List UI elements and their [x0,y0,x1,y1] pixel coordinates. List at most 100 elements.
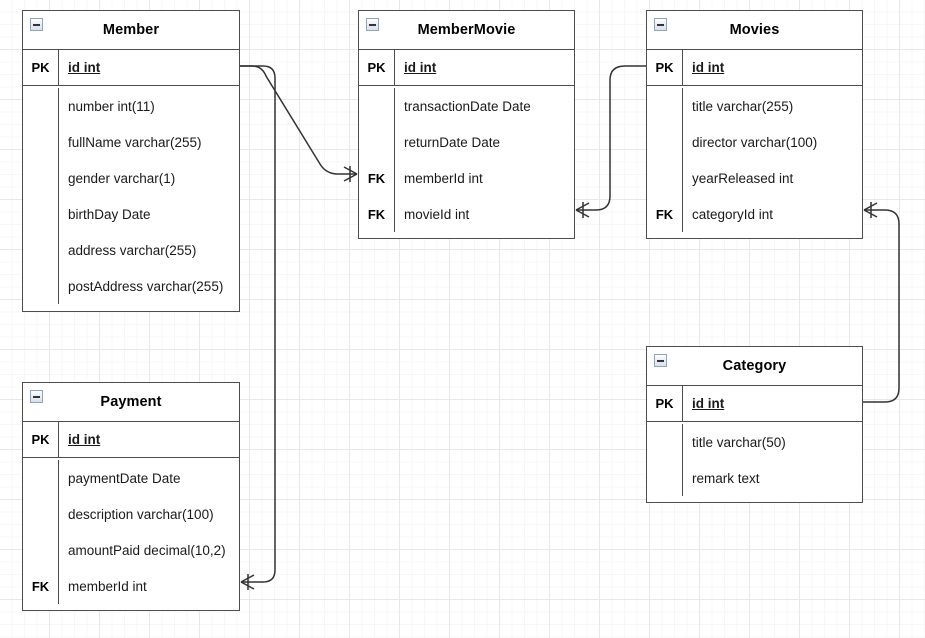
minus-glyph [657,23,664,26]
entity-attribute-row[interactable]: amountPaid decimal(10,2) [23,532,239,568]
entity-header-member: Member [23,11,239,50]
entity-attribute-row[interactable]: address varchar(255) [23,232,239,268]
crows-foot-marker [575,202,590,218]
minus-glyph [33,23,40,26]
attribute-label: id int [404,60,437,75]
key-badge [647,460,683,496]
crows-foot-marker [240,574,255,590]
entity-header-movies: Movies [647,11,862,50]
attribute-name: description varchar(100) [68,506,214,522]
key-badge [359,88,395,124]
entity-attribute-row[interactable]: yearReleased int [647,160,862,196]
entity-attribute-row[interactable]: director varchar(100) [647,124,862,160]
entity-attribute-row[interactable]: fullName varchar(255) [23,124,239,160]
attribute-name: title varchar(50) [692,434,786,450]
minus-box-icon[interactable] [30,18,43,31]
entity-attribute-list: paymentDate Date description varchar(100)… [23,458,239,610]
key-badge [359,124,395,160]
attribute-name: number int(11) [68,98,155,114]
entity-header-payment: Payment [23,383,239,422]
entity-attribute-row[interactable]: title varchar(255) [647,88,862,124]
entity-attribute-row[interactable]: title varchar(50) [647,424,862,460]
entity-attribute-row[interactable]: transactionDate Date [359,88,574,124]
attribute-label: id int [692,396,725,411]
attribute-name: id int [59,50,239,85]
key-badge [647,424,683,460]
key-badge [23,232,59,268]
attribute-name: postAddress varchar(255) [68,278,224,294]
key-badge [647,88,683,124]
key-badge [23,160,59,196]
entity-attribute-row[interactable]: returnDate Date [359,124,574,160]
connector-movies-membermovie [576,65,646,211]
minus-box-icon[interactable] [654,354,667,367]
entity-title: Payment [100,394,162,410]
entity-attribute-row[interactable]: FK memberId int [359,160,574,196]
attribute-label: id int [692,60,725,75]
key-badge: FK [359,160,395,196]
connector-category-movies [863,209,900,403]
key-badge: PK [23,422,59,457]
entity-title: Member [102,22,160,38]
entity-attribute-row[interactable]: description varchar(100) [23,496,239,532]
attribute-name: memberId int [404,170,483,186]
crows-foot-marker [863,202,878,218]
attribute-name: paymentDate Date [68,470,181,486]
attribute-name: id int [395,50,574,85]
attribute-name: director varchar(100) [692,134,818,150]
attribute-name: fullName varchar(255) [68,134,202,150]
attribute-name: gender varchar(1) [68,170,176,186]
attribute-name: id int [683,386,862,421]
key-badge: FK [359,196,395,232]
entity-attribute-row[interactable]: paymentDate Date [23,460,239,496]
entity-title: Category [722,358,787,374]
key-badge [23,88,59,124]
attribute-label: id int [68,60,101,75]
entity-attribute-row[interactable]: postAddress varchar(255) [23,268,239,304]
crows-foot-marker [343,166,358,182]
key-badge [23,496,59,532]
key-badge [647,124,683,160]
connector-member-payment [240,65,276,583]
entity-title: MemberMovie [417,22,516,38]
minus-box-icon[interactable] [654,18,667,31]
attribute-name: transactionDate Date [404,98,531,114]
entity-attribute-row[interactable]: remark text [647,460,862,496]
minus-box-icon[interactable] [30,390,43,403]
key-badge [647,160,683,196]
entity-attribute-list: number int(11) fullName varchar(255) gende… [23,86,239,310]
entity-header-membermovie: MemberMovie [359,11,574,50]
minus-glyph [33,395,40,398]
key-badge [23,532,59,568]
key-badge [23,460,59,496]
minus-glyph [657,359,664,362]
key-badge: FK [647,196,683,232]
attribute-name: address varchar(255) [68,242,197,258]
key-badge [23,196,59,232]
entity-attribute-row[interactable]: gender varchar(1) [23,160,239,196]
entity-attribute-list: title varchar(50) remark text [647,422,862,502]
attribute-name: categoryId int [692,206,774,222]
entity-title: Movies [729,22,780,38]
minus-box-icon[interactable] [366,18,379,31]
connector-member-membermovie [240,65,357,175]
entity-attribute-row[interactable]: number int(11) [23,88,239,124]
entity-attribute-row[interactable]: birthDay Date [23,196,239,232]
attribute-name: title varchar(255) [692,98,794,114]
attribute-name: remark text [692,470,760,486]
entity-attribute-row[interactable]: FK categoryId int [647,196,862,232]
attribute-name: yearReleased int [692,170,794,186]
